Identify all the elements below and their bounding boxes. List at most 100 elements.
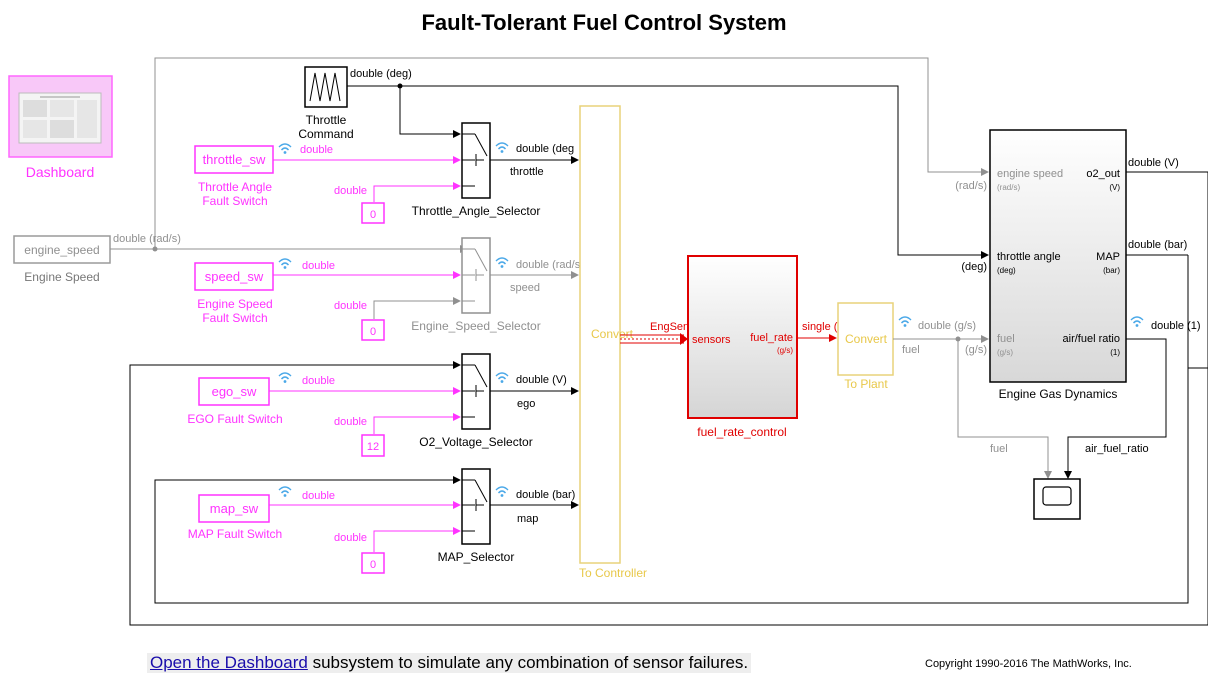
fuel-rate-out-unit: (g/s) [777, 346, 793, 355]
speed-switch-block[interactable]: speed_sw [194, 262, 274, 291]
wireless-icon [1130, 316, 1144, 328]
throttle-switch-label-1: Throttle Angle [198, 180, 272, 194]
speed-const-value: 0 [370, 326, 376, 338]
ego-selector-label: O2_Voltage_Selector [419, 435, 532, 449]
scope-fuel-label: fuel [990, 443, 1008, 455]
ego-out-name: ego [517, 398, 535, 410]
engine-in3-unit: (g/s) [997, 348, 1013, 357]
map-switch-tag: map_sw [210, 501, 259, 516]
throttle-command-wires [347, 85, 989, 259]
fuel-rate-control-block[interactable]: sensors fuel_rate (g/s) [687, 255, 798, 419]
engine-in3-ext: (g/s) [965, 344, 987, 356]
speed-switch-type: double [302, 260, 335, 272]
map-const-type: double [334, 532, 367, 544]
map-switch-label: MAP Fault Switch [188, 527, 282, 541]
scope-afr-label: air_fuel_ratio [1085, 443, 1149, 455]
engine-out1-unit: (V) [1109, 183, 1120, 192]
ego-selector-block[interactable] [461, 353, 491, 430]
engine-in2-ext: (deg) [961, 261, 987, 273]
copyright: Copyright 1990-2016 The MathWorks, Inc. [925, 658, 1132, 670]
map-const-block[interactable]: 0 [361, 552, 385, 574]
throttle-switch-block[interactable]: throttle_sw [194, 145, 274, 174]
engine-in1-unit: (rad/s) [997, 183, 1020, 192]
to-plant-label: To Plant [844, 377, 888, 391]
speed-const-block[interactable]: 0 [361, 319, 385, 341]
to-plant-inner: Convert [845, 332, 888, 346]
engine-label: Engine Gas Dynamics [999, 387, 1118, 401]
speed-out-name: speed [510, 282, 540, 294]
footer-text: subsystem to simulate any combination of… [307, 653, 749, 672]
wireless-icon [278, 258, 292, 270]
engine-out3: air/fuel ratio [1063, 333, 1120, 345]
ego-const-block[interactable]: 12 [361, 434, 385, 457]
wireless-icon [278, 372, 292, 384]
to-controller-inner: Convert [591, 327, 634, 341]
throttle-out-signal: double (deg [516, 143, 574, 155]
throttle-switch-type: double [300, 144, 333, 156]
to-controller-label: To Controller [579, 566, 647, 580]
to-controller-block[interactable]: Convert [579, 105, 634, 564]
speed-selector-block[interactable] [461, 237, 491, 314]
speed-out-signal: double (rad/s) [516, 259, 584, 271]
speed-switch-tag: speed_sw [205, 269, 264, 284]
ego-switch-label: EGO Fault Switch [187, 412, 282, 426]
fuel-rate-out-port: fuel_rate [750, 332, 793, 344]
engine-gas-dynamics-block[interactable]: engine speed (rad/s) throttle angle (deg… [989, 129, 1127, 383]
map-out-signal: double (bar) [516, 489, 575, 501]
engine-out1: o2_out [1086, 168, 1120, 180]
fuel-wires [893, 335, 1052, 479]
throttle-command-signal: double (deg) [350, 68, 412, 80]
to-plant-out-name: fuel [902, 344, 920, 356]
diagram-title: Fault-Tolerant Fuel Control System [421, 10, 786, 35]
engine-out3-signal: double (1) [1151, 320, 1201, 332]
engine-speed-wires [110, 57, 989, 253]
map-switch-block[interactable]: map_sw [198, 494, 270, 523]
wireless-icon [278, 486, 292, 498]
map-selector-label: MAP_Selector [438, 550, 515, 564]
throttle-selector-label: Throttle_Angle_Selector [412, 204, 541, 218]
wireless-icon [495, 257, 509, 269]
ego-out-signal: double (V) [516, 374, 567, 386]
ego-const-value: 12 [367, 441, 379, 453]
throttle-command-block[interactable] [304, 66, 348, 108]
wireless-icon [495, 486, 509, 498]
to-plant-out-signal: double (g/s) [918, 320, 976, 332]
map-out-name: map [517, 513, 538, 525]
engine-speed-block[interactable]: engine_speed [13, 235, 111, 264]
throttle-const-block[interactable]: 0 [361, 202, 385, 224]
engine-out1-signal: double (V) [1128, 157, 1179, 169]
wireless-icon [898, 316, 912, 328]
speed-switch-label-1: Engine Speed [197, 297, 272, 311]
engine-out2-unit: (bar) [1103, 266, 1120, 275]
throttle-const-value: 0 [370, 209, 376, 221]
engine-in1-ext: (rad/s) [955, 180, 987, 192]
speed-switch-label-2: Fault Switch [202, 311, 267, 325]
fuel-rate-control-label: fuel_rate_control [697, 425, 786, 439]
engine-speed-signal: double (rad/s) [113, 233, 181, 245]
fuel-rate-in-port: sensors [692, 334, 731, 346]
throttle-switch-tag: throttle_sw [203, 152, 266, 167]
ego-const-type: double [334, 416, 367, 428]
scope-block[interactable] [1033, 478, 1081, 520]
throttle-command-label-1: Throttle [306, 113, 347, 127]
dashboard-label: Dashboard [26, 164, 95, 180]
ego-switch-type: double [302, 375, 335, 387]
ego-switch-block[interactable]: ego_sw [198, 377, 270, 406]
engine-in2: throttle angle [997, 251, 1061, 263]
dashboard-block[interactable] [8, 75, 113, 158]
wireless-icon [495, 372, 509, 384]
throttle-out-name: throttle [510, 166, 544, 178]
wireless-icon [495, 142, 509, 154]
engine-in1: engine speed [997, 168, 1063, 180]
fuel-rate-out-signal: single ( [802, 321, 838, 333]
engine-out3-unit: (1) [1110, 348, 1120, 357]
engine-out2-signal: double (bar) [1128, 239, 1187, 251]
map-selector-block[interactable] [461, 468, 491, 545]
engsensors-bus [620, 333, 688, 345]
to-plant-block[interactable]: Convert [837, 302, 894, 376]
throttle-selector-block[interactable] [461, 122, 491, 199]
engine-output-wires [1064, 171, 1208, 479]
ego-switch-tag: ego_sw [212, 384, 257, 399]
open-dashboard-link[interactable]: Open the Dashboard [150, 653, 308, 672]
